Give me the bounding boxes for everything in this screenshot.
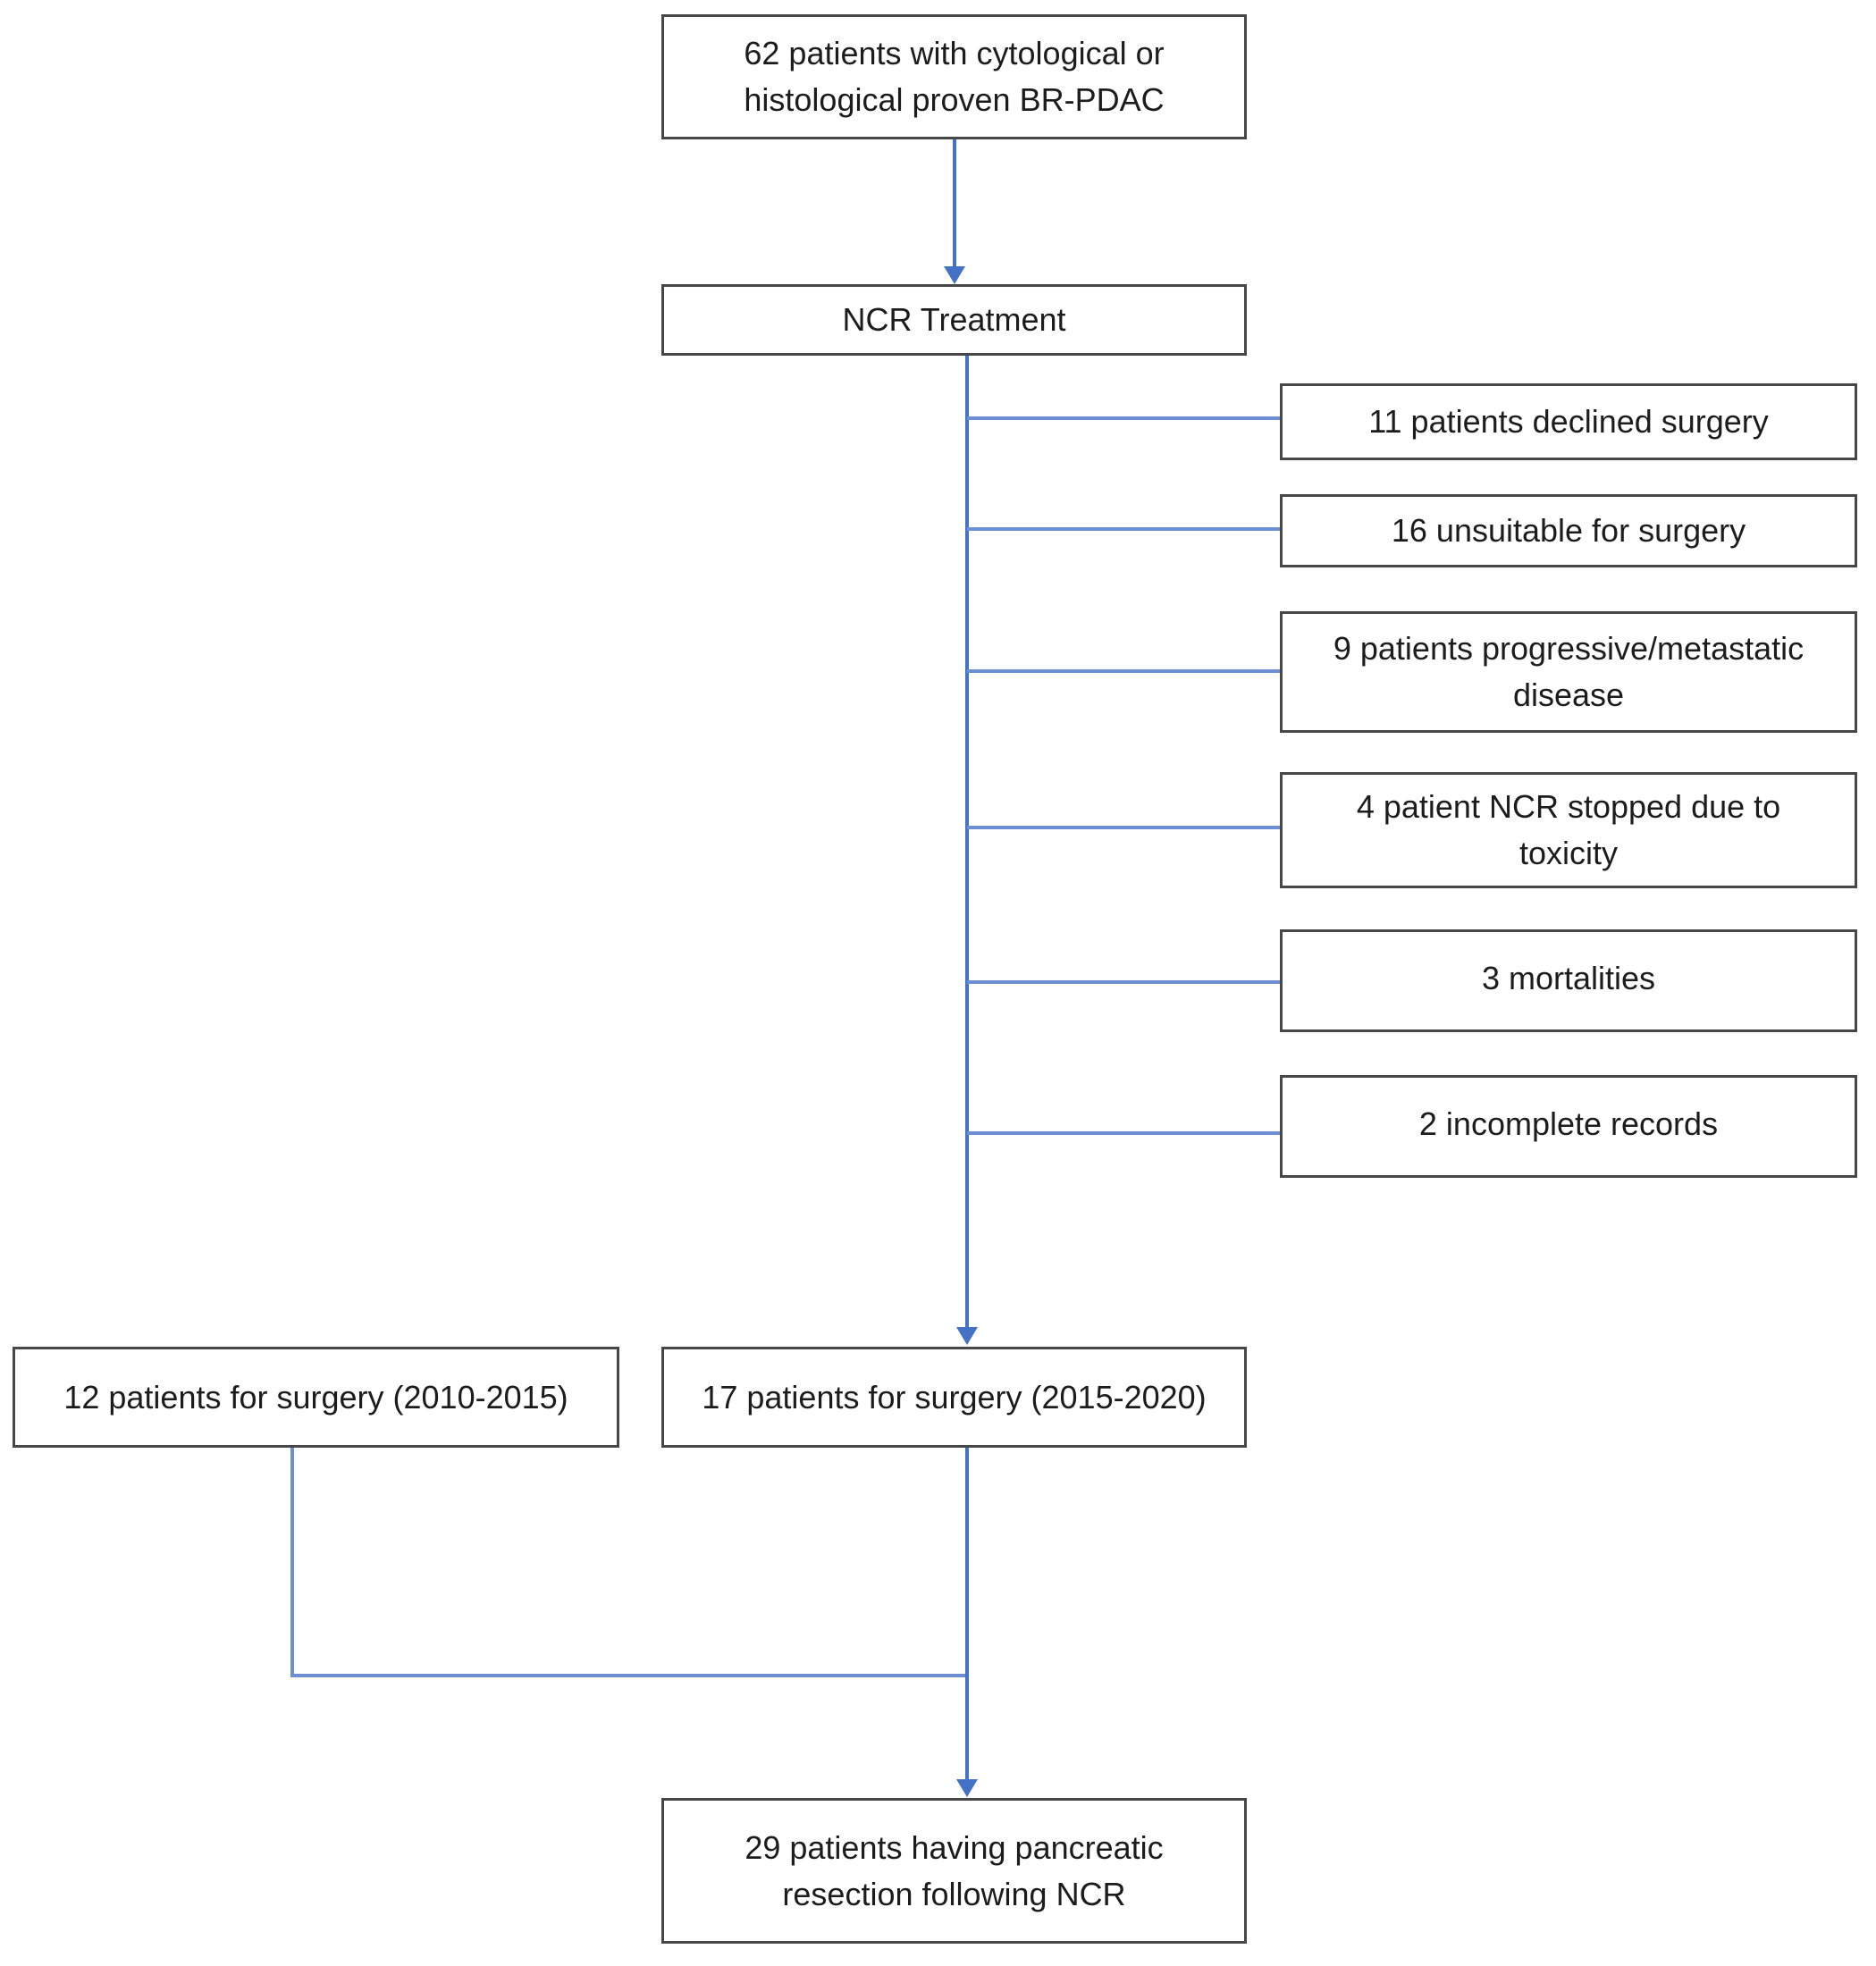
- node-surgery-2010-2015: 12 patients for surgery (2010-2015): [13, 1347, 619, 1448]
- node-enrolled-patients: 62 patients with cytological or histolog…: [661, 14, 1247, 139]
- node-unsuitable-for-surgery: 16 unsuitable for surgery: [1280, 494, 1857, 567]
- connector-surgery2010-drop: [290, 1448, 294, 1677]
- arrow-down-head-icon: [956, 1779, 978, 1797]
- node-surgery-2015-2020: 17 patients for surgery (2015-2020): [661, 1347, 1247, 1448]
- arrow-down-head-icon: [956, 1327, 978, 1345]
- connector-branch-declined: [967, 416, 1280, 420]
- node-incomplete-records: 2 incomplete records: [1280, 1075, 1857, 1178]
- connector-surgery2010-elbow: [290, 1674, 969, 1677]
- node-mortalities: 3 mortalities: [1280, 929, 1857, 1032]
- arrow-down-head-icon: [944, 266, 965, 284]
- connector-branch-toxicity: [967, 826, 1280, 829]
- node-ncr-stopped-toxicity: 4 patient NCR stopped due to toxicity: [1280, 772, 1857, 888]
- connector-branch-progressive: [967, 669, 1280, 673]
- connector-main-spine: [965, 356, 969, 1328]
- node-declined-surgery: 11 patients declined surgery: [1280, 383, 1857, 460]
- connector-to-resection: [965, 1448, 969, 1779]
- node-ncr-treatment: NCR Treatment: [661, 284, 1247, 356]
- connector-branch-mortalities: [967, 980, 1280, 984]
- node-pancreatic-resection: 29 patients having pancreatic resection …: [661, 1798, 1247, 1944]
- connector-branch-unsuitable: [967, 527, 1280, 531]
- node-progressive-metastatic: 9 patients progressive/metastatic diseas…: [1280, 611, 1857, 733]
- connector-enrolled-to-ncr: [953, 139, 956, 268]
- connector-branch-incomplete: [967, 1131, 1280, 1135]
